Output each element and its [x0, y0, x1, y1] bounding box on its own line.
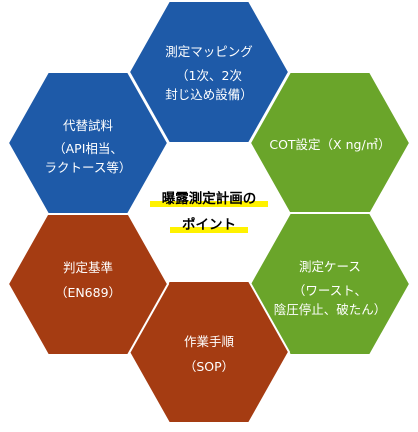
hexagon-label-measurement-cases-line-3: 陰圧停止、破たん） — [274, 302, 387, 317]
hexagon-measurement-cases: 測定ケース （ワースト、陰圧停止、破たん） — [248, 212, 412, 356]
hexagon-label-measurement-cases-line-2: （ワースト、 — [293, 283, 367, 298]
hexagon-label-measurement-mapping-line-1: 測定マッピング — [165, 44, 253, 59]
center-highlight-line-1 — [150, 201, 268, 207]
center-title-line-1: 曝露測定計画の — [162, 190, 257, 207]
hexagon-shape-surrogate-materials — [6, 71, 170, 215]
hexagon-shape-measurement-cases — [248, 212, 412, 356]
hexagon-label-surrogate-materials-line-3: ラクトース等） — [45, 160, 132, 175]
hexagon-judgment-criteria: 判定基準 （EN689） — [6, 212, 170, 356]
hexagon-label-measurement-mapping-line-2: （1次、2次 — [176, 68, 242, 83]
center-title-line-2: ポイント — [182, 216, 236, 233]
hexagon-label-measurement-cases-line-1: 測定ケース — [299, 259, 361, 274]
hexagon-label-surrogate-materials-line-2: （API相当、 — [53, 141, 123, 156]
hexagon-surrogate-materials: 代替試料 （API相当、ラクトース等） — [6, 71, 170, 215]
hexagon-label-work-procedure-line-1: 作業手順 — [184, 334, 235, 349]
hexagon-label-work-procedure-line-2: （SOP） — [184, 359, 234, 374]
hexagon-label-judgment-criteria-line-1: 判定基準 — [63, 260, 113, 275]
hexagon-label-surrogate-materials-line-1: 代替試料 — [63, 118, 114, 133]
center-highlight-line-2 — [170, 227, 248, 233]
hexagon-work-procedure: 作業手順 （SOP） — [127, 280, 291, 424]
hexagon-label-cot-setting-line-1: COT設定（X ng/㎥） — [269, 137, 390, 152]
hexagon-shape-work-procedure — [127, 280, 291, 424]
hexagon-label-measurement-mapping-line-3: 封じ込め設備） — [165, 87, 253, 102]
center-label: 曝露測定計画の ポイント — [150, 190, 268, 233]
hexagon-label-judgment-criteria-line-2: （EN689） — [55, 285, 121, 300]
